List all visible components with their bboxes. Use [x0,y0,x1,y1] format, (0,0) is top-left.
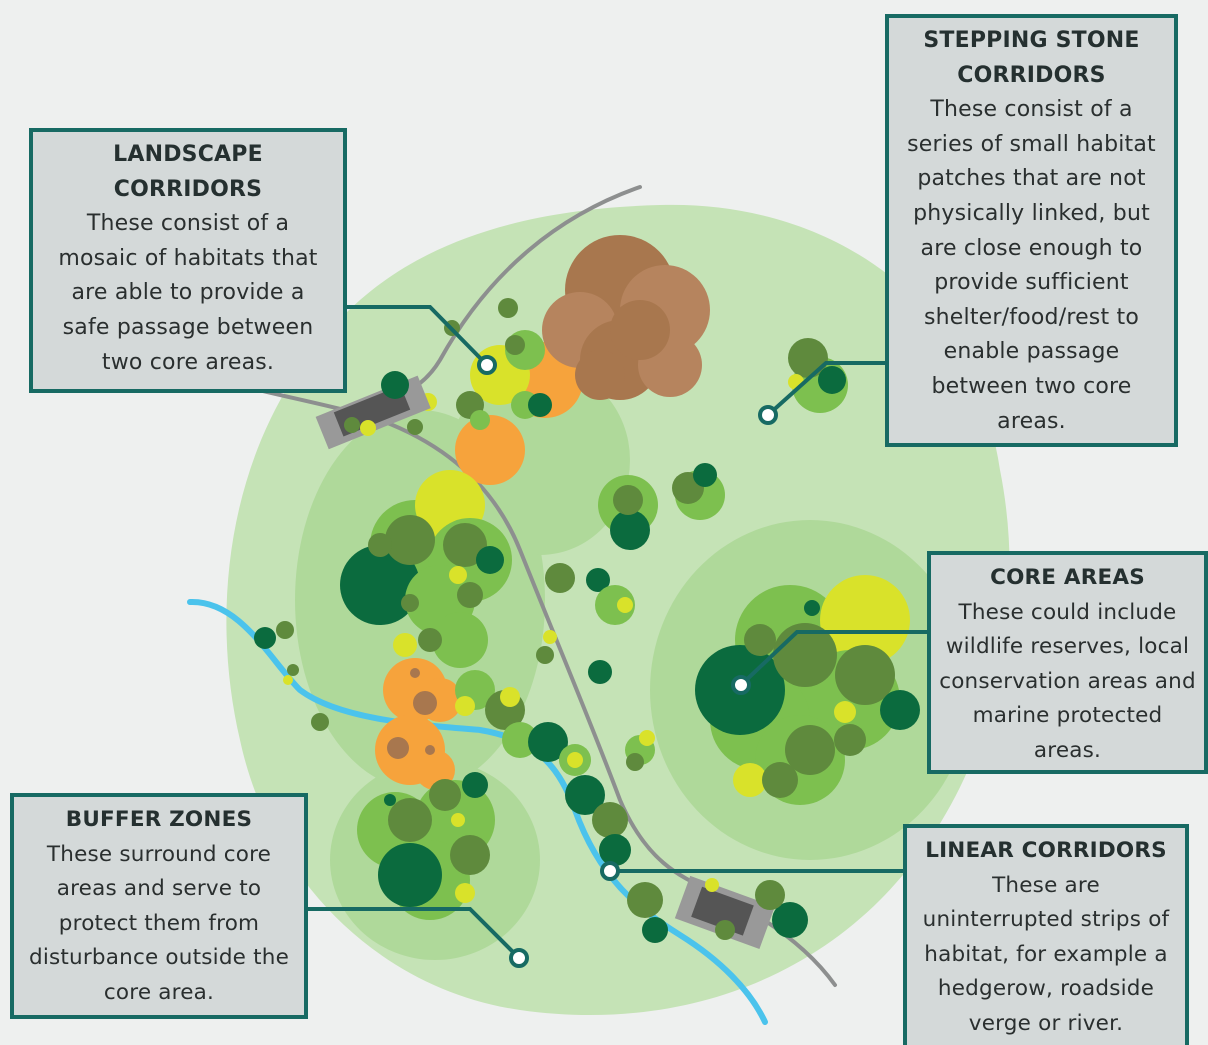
landscape-marker-dot [477,355,497,375]
callout-markers [477,355,778,968]
linear-corridors-callout: LINEAR CORRIDORS These are uninterrupted… [903,824,1189,1045]
landscape-corridor-trees [419,298,583,485]
buffer-zones-callout: BUFFER ZONES These surround core areas a… [10,793,308,1019]
buffer-zones-title: BUFFER ZONES [65,807,253,832]
orange-tree-cluster [375,658,462,790]
right-core-woodland [695,575,920,805]
callout-connectors [308,305,927,960]
core-areas-text: These could include wildlife reserves, l… [939,599,1196,763]
linear-corridor-trees [455,568,631,866]
stepping-stone-corridors-callout: STEPPING STONE CORRIDORS These consist o… [885,14,1178,447]
buffer-marker-dot [509,948,529,968]
core-areas-callout: CORE AREAS These could include wildlife … [927,551,1208,774]
buildings-bottom [627,875,808,950]
stepping-stone-patches [254,338,848,771]
stepping-stone-corridors-text: These consist of a series of small habit… [907,97,1156,434]
landscape-corridors-text: These consist of a mosaic of habitats th… [58,211,318,375]
stepping-marker-dot [758,405,778,425]
brown-tree-cluster [542,235,710,400]
left-woodland [340,470,512,668]
buffer-zones-text: These surround core areas and serve to p… [28,841,290,1005]
core-marker-dot [731,675,751,695]
landscape-corridors-title: LANDSCAPE CORRIDORS [113,142,263,202]
linear-corridors-title: LINEAR CORRIDORS [925,838,1167,863]
landscape-corridors-callout: LANDSCAPE CORRIDORS These consist of a m… [29,128,347,393]
buildings-top [315,371,431,450]
core-areas-title: CORE AREAS [990,565,1145,590]
bottom-left-woodland [357,772,495,920]
linear-corridors-text: These are uninterrupted strips of habita… [922,872,1170,1036]
stepping-stone-corridors-title: STEPPING STONE CORRIDORS [923,28,1140,88]
linear-marker-dot [600,861,620,881]
